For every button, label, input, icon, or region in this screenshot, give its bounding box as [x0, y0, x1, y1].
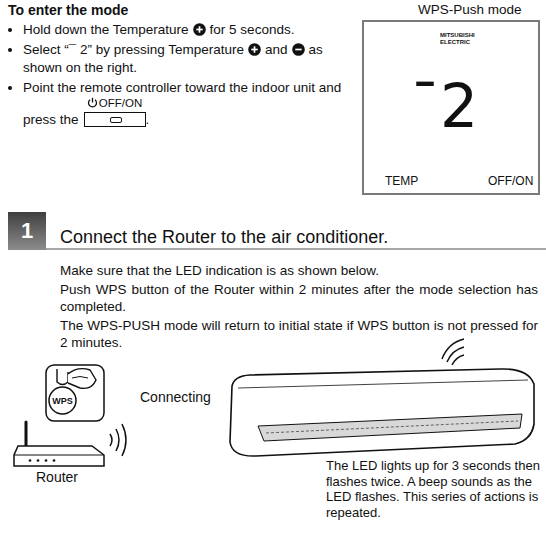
plus-button-symbol — [248, 43, 261, 56]
callout-frame — [46, 365, 104, 421]
display-digit: ¯2 — [410, 76, 478, 136]
signal-wave — [122, 424, 126, 456]
beep-wave — [442, 339, 464, 359]
device-label-block: Router — [36, 469, 116, 487]
button-slot — [110, 117, 122, 123]
rule-line — [46, 248, 546, 250]
router-antenna — [25, 422, 28, 446]
unit-side — [515, 424, 534, 444]
beep-wave — [447, 347, 464, 362]
button-label: TEMP — [385, 174, 418, 188]
power-symbol — [92, 98, 93, 103]
instruction-text: Point the remote controller toward the i… — [23, 80, 341, 128]
signal-wave — [110, 434, 112, 446]
hand-knuckle — [72, 377, 88, 379]
indoor-unit-body — [230, 369, 534, 456]
instruction-text: and — [265, 42, 288, 57]
instruction-step: Hold down the Temperature for 5 seconds. — [23, 21, 353, 40]
plus-sign — [254, 46, 256, 52]
router-led — [29, 459, 32, 462]
step-heading: Connect the Router to the air conditione… — [60, 227, 540, 248]
button-label: WPS — [52, 395, 73, 406]
step-instruction: Push WPS button of the Router within 2 m… — [60, 281, 538, 316]
router-led — [45, 459, 48, 462]
instruction-text: Hold down the Temperature — [23, 22, 189, 37]
wps-button-circle — [49, 387, 76, 414]
louver-line — [266, 421, 518, 433]
button-caption: OFF/ON — [84, 97, 146, 110]
step-instruction: Make sure that the LED indication is as … — [60, 262, 538, 280]
instruction-step: Point the remote controller toward the i… — [23, 79, 353, 130]
button-label: OFF/ON — [99, 97, 142, 109]
hand-finger — [57, 369, 68, 385]
hand-palm — [68, 369, 96, 389]
beep-wave — [452, 355, 464, 365]
step-instruction-block: Make sure that the LED indication is as … — [60, 262, 538, 353]
led-description: The LED lights up for 3 seconds then fla… — [326, 458, 540, 520]
instruction-list: Hold down the Temperature for 5 seconds. S… — [8, 21, 353, 131]
instruction-heading-block: To enter the mode — [8, 2, 238, 20]
instruction-heading: To enter the mode — [8, 2, 238, 19]
hand-callout — [46, 365, 104, 421]
air-outlet — [258, 414, 522, 441]
minus-button-symbol — [292, 43, 305, 56]
button-label: OFF/ON — [488, 174, 533, 188]
unit-top-edge — [238, 380, 528, 388]
step-heading-block: Connect the Router to the air conditione… — [60, 227, 540, 249]
plus-icon — [193, 23, 206, 36]
router-body — [14, 446, 104, 466]
step-number: 1 — [21, 218, 33, 244]
power-button: OFF/ON — [84, 97, 146, 127]
instruction-text: for 5 seconds. — [210, 22, 295, 37]
panel-caption: WPS-Push mode — [418, 2, 522, 18]
router-led — [53, 459, 56, 462]
brand-logo-text: MITSUBISHI ELECTRIC — [440, 32, 476, 46]
device-label: Router — [36, 469, 116, 486]
step-badge: 1 — [8, 212, 46, 250]
button-outline — [84, 112, 146, 127]
plus-icon — [248, 43, 261, 56]
step-instruction: The WPS-PUSH mode will return to initial… — [60, 317, 538, 352]
router — [14, 422, 126, 466]
minus-icon — [292, 43, 305, 56]
plus-sign — [198, 26, 200, 32]
led-description-block: The LED lights up for 3 seconds then fla… — [326, 458, 540, 521]
instruction-text: . — [146, 112, 150, 127]
status-label: Connecting — [140, 389, 240, 406]
router-edge — [14, 455, 104, 456]
signal-wave — [116, 429, 119, 451]
wps-button: WPS — [48, 386, 77, 415]
plus-button-symbol — [193, 23, 206, 36]
minus-sign — [295, 48, 301, 50]
power-icon — [87, 97, 98, 108]
air-conditioner — [230, 339, 534, 456]
router-led — [37, 459, 40, 462]
instruction-text: Select “¯ 2” by pressing Temperature — [23, 42, 244, 57]
remote-display: WPS-Push modeMITSUBISHI ELECTRIC¯2TEMPOF… — [362, 20, 540, 195]
instruction-step: Select “¯ 2” by pressing Temperatureanda… — [23, 41, 353, 78]
status-label-block: Connecting — [140, 389, 240, 407]
